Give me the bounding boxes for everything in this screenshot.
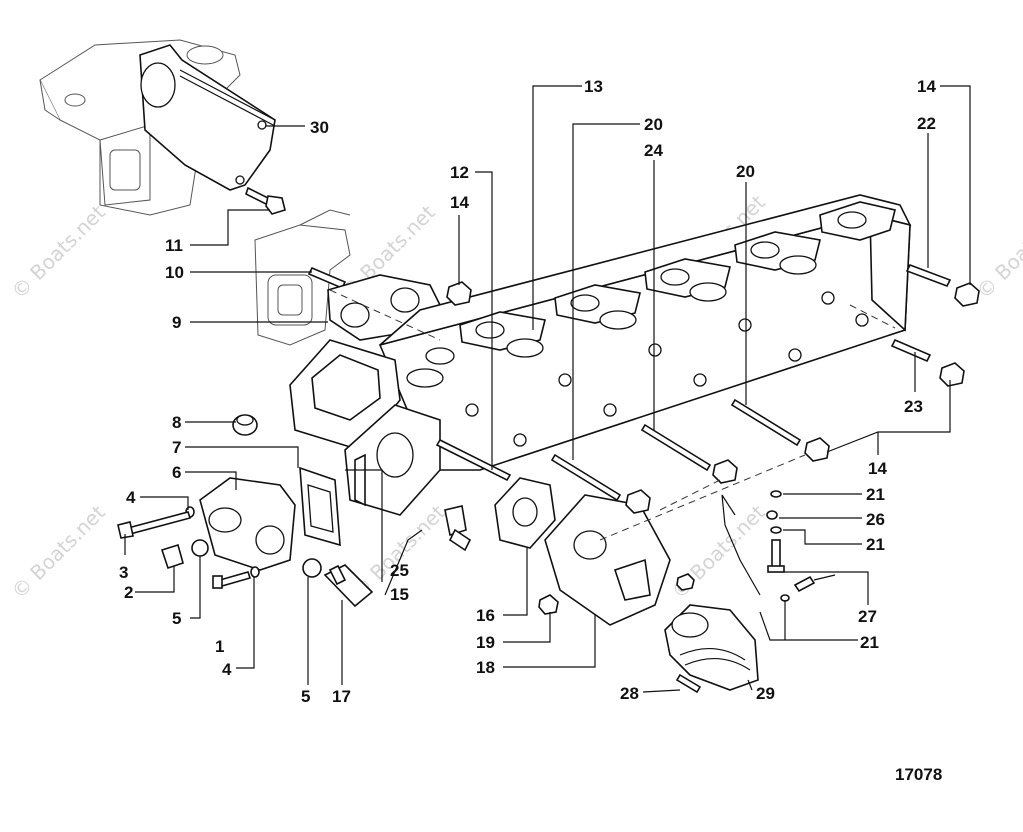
- callout-21: 21: [866, 535, 885, 554]
- callout-5: 5: [172, 609, 181, 628]
- figure-number: 17078: [895, 765, 942, 784]
- callout-21: 21: [866, 485, 885, 504]
- callout-8: 8: [172, 413, 181, 432]
- callout-3: 3: [119, 563, 128, 582]
- callout-10: 10: [165, 263, 184, 282]
- part-8-plug: [232, 414, 258, 436]
- manifold-bolt-holes: [465, 291, 869, 447]
- watermark-text: © Boats.net: [972, 200, 1023, 303]
- part-14-nut-right: [939, 362, 965, 387]
- callout-24: 24: [644, 141, 663, 160]
- part-5-oring-left: [191, 539, 209, 557]
- watermark-text: © Boats.net: [7, 500, 110, 603]
- part-27-bolt-angled: [793, 575, 816, 593]
- part-25-fitting: [444, 505, 472, 552]
- part-5-oring-right: [302, 558, 322, 578]
- part-17-sender: [323, 564, 374, 608]
- callout-29: 29: [756, 684, 775, 703]
- callout-2: 2: [124, 583, 133, 602]
- manifold-ports: [406, 201, 896, 388]
- part-29-boot: [664, 604, 759, 691]
- callout-18: 18: [476, 658, 495, 677]
- part-30-bracket: [139, 44, 276, 191]
- callout-20: 20: [644, 115, 663, 134]
- part-20-stud-left: [550, 453, 622, 502]
- cylinder-head-ghost: [254, 209, 351, 346]
- part-24-stud: [640, 423, 712, 472]
- callout-19: 19: [476, 633, 495, 652]
- callout-26: 26: [866, 510, 885, 529]
- part-3-screw: [117, 511, 192, 539]
- part-20-stud-right: [730, 398, 802, 447]
- callout-15: 15: [390, 585, 409, 604]
- part-21-washer-1: [770, 490, 782, 498]
- callout-14: 14: [917, 77, 936, 96]
- part-7-gasket: [299, 466, 341, 547]
- callout-16: 16: [476, 606, 495, 625]
- part-28-screw: [675, 673, 702, 694]
- callout-21: 21: [860, 633, 879, 652]
- watermark-text: © Boats.net: [7, 200, 110, 303]
- callout-22: 22: [917, 114, 936, 133]
- callout-28: 28: [620, 684, 639, 703]
- callout-25: 25: [390, 561, 409, 580]
- part-14-nut-left: [625, 489, 651, 514]
- callout-4: 4: [222, 660, 232, 679]
- callout-11: 11: [165, 236, 183, 255]
- part-16-gasket: [494, 477, 556, 549]
- callout-23: 23: [904, 397, 923, 416]
- part-11-bolt: [245, 186, 286, 215]
- alignment-lines: [329, 289, 896, 541]
- part-6-housing: [199, 477, 296, 571]
- callout-9: 9: [172, 313, 181, 332]
- part-4-washer-bottom: [250, 566, 260, 578]
- part-14-nut-small: [676, 573, 695, 591]
- callout-labels: 30 11 10 9 12 14 13 20 24 20 14 22 23 14…: [119, 77, 936, 706]
- part-14-nut-upper-left: [446, 281, 472, 306]
- part-14-nut-lower: [804, 437, 830, 462]
- part-26-tube: [721, 494, 778, 596]
- callout-13: 13: [584, 77, 603, 96]
- callout-14: 14: [868, 459, 887, 478]
- part-22-stud: [905, 263, 952, 288]
- part-18-elbow: [544, 494, 671, 626]
- part-1-screw: [212, 571, 252, 589]
- part-19-nut: [538, 594, 559, 615]
- leader-lines: [124, 85, 971, 693]
- exhaust-manifold: [378, 194, 912, 471]
- callout-30: 30: [310, 118, 329, 137]
- callout-6: 6: [172, 463, 181, 482]
- part-23-stud: [890, 338, 932, 363]
- elbow-flange-assembly: [289, 339, 441, 516]
- part-14-nut-mid: [712, 459, 738, 484]
- callout-7: 7: [172, 438, 181, 457]
- callout-12: 12: [450, 163, 469, 182]
- callout-4: 4: [126, 488, 136, 507]
- callout-5: 5: [301, 687, 310, 706]
- callout-17: 17: [332, 687, 351, 706]
- callout-14: 14: [450, 193, 469, 212]
- callout-27: 27: [858, 607, 877, 626]
- callout-1: 1: [215, 637, 224, 656]
- part-2-plug: [160, 543, 184, 570]
- callout-20: 20: [736, 162, 755, 181]
- part-21-washer-2: [770, 526, 782, 534]
- part-27-bolt-vertical: [767, 539, 785, 573]
